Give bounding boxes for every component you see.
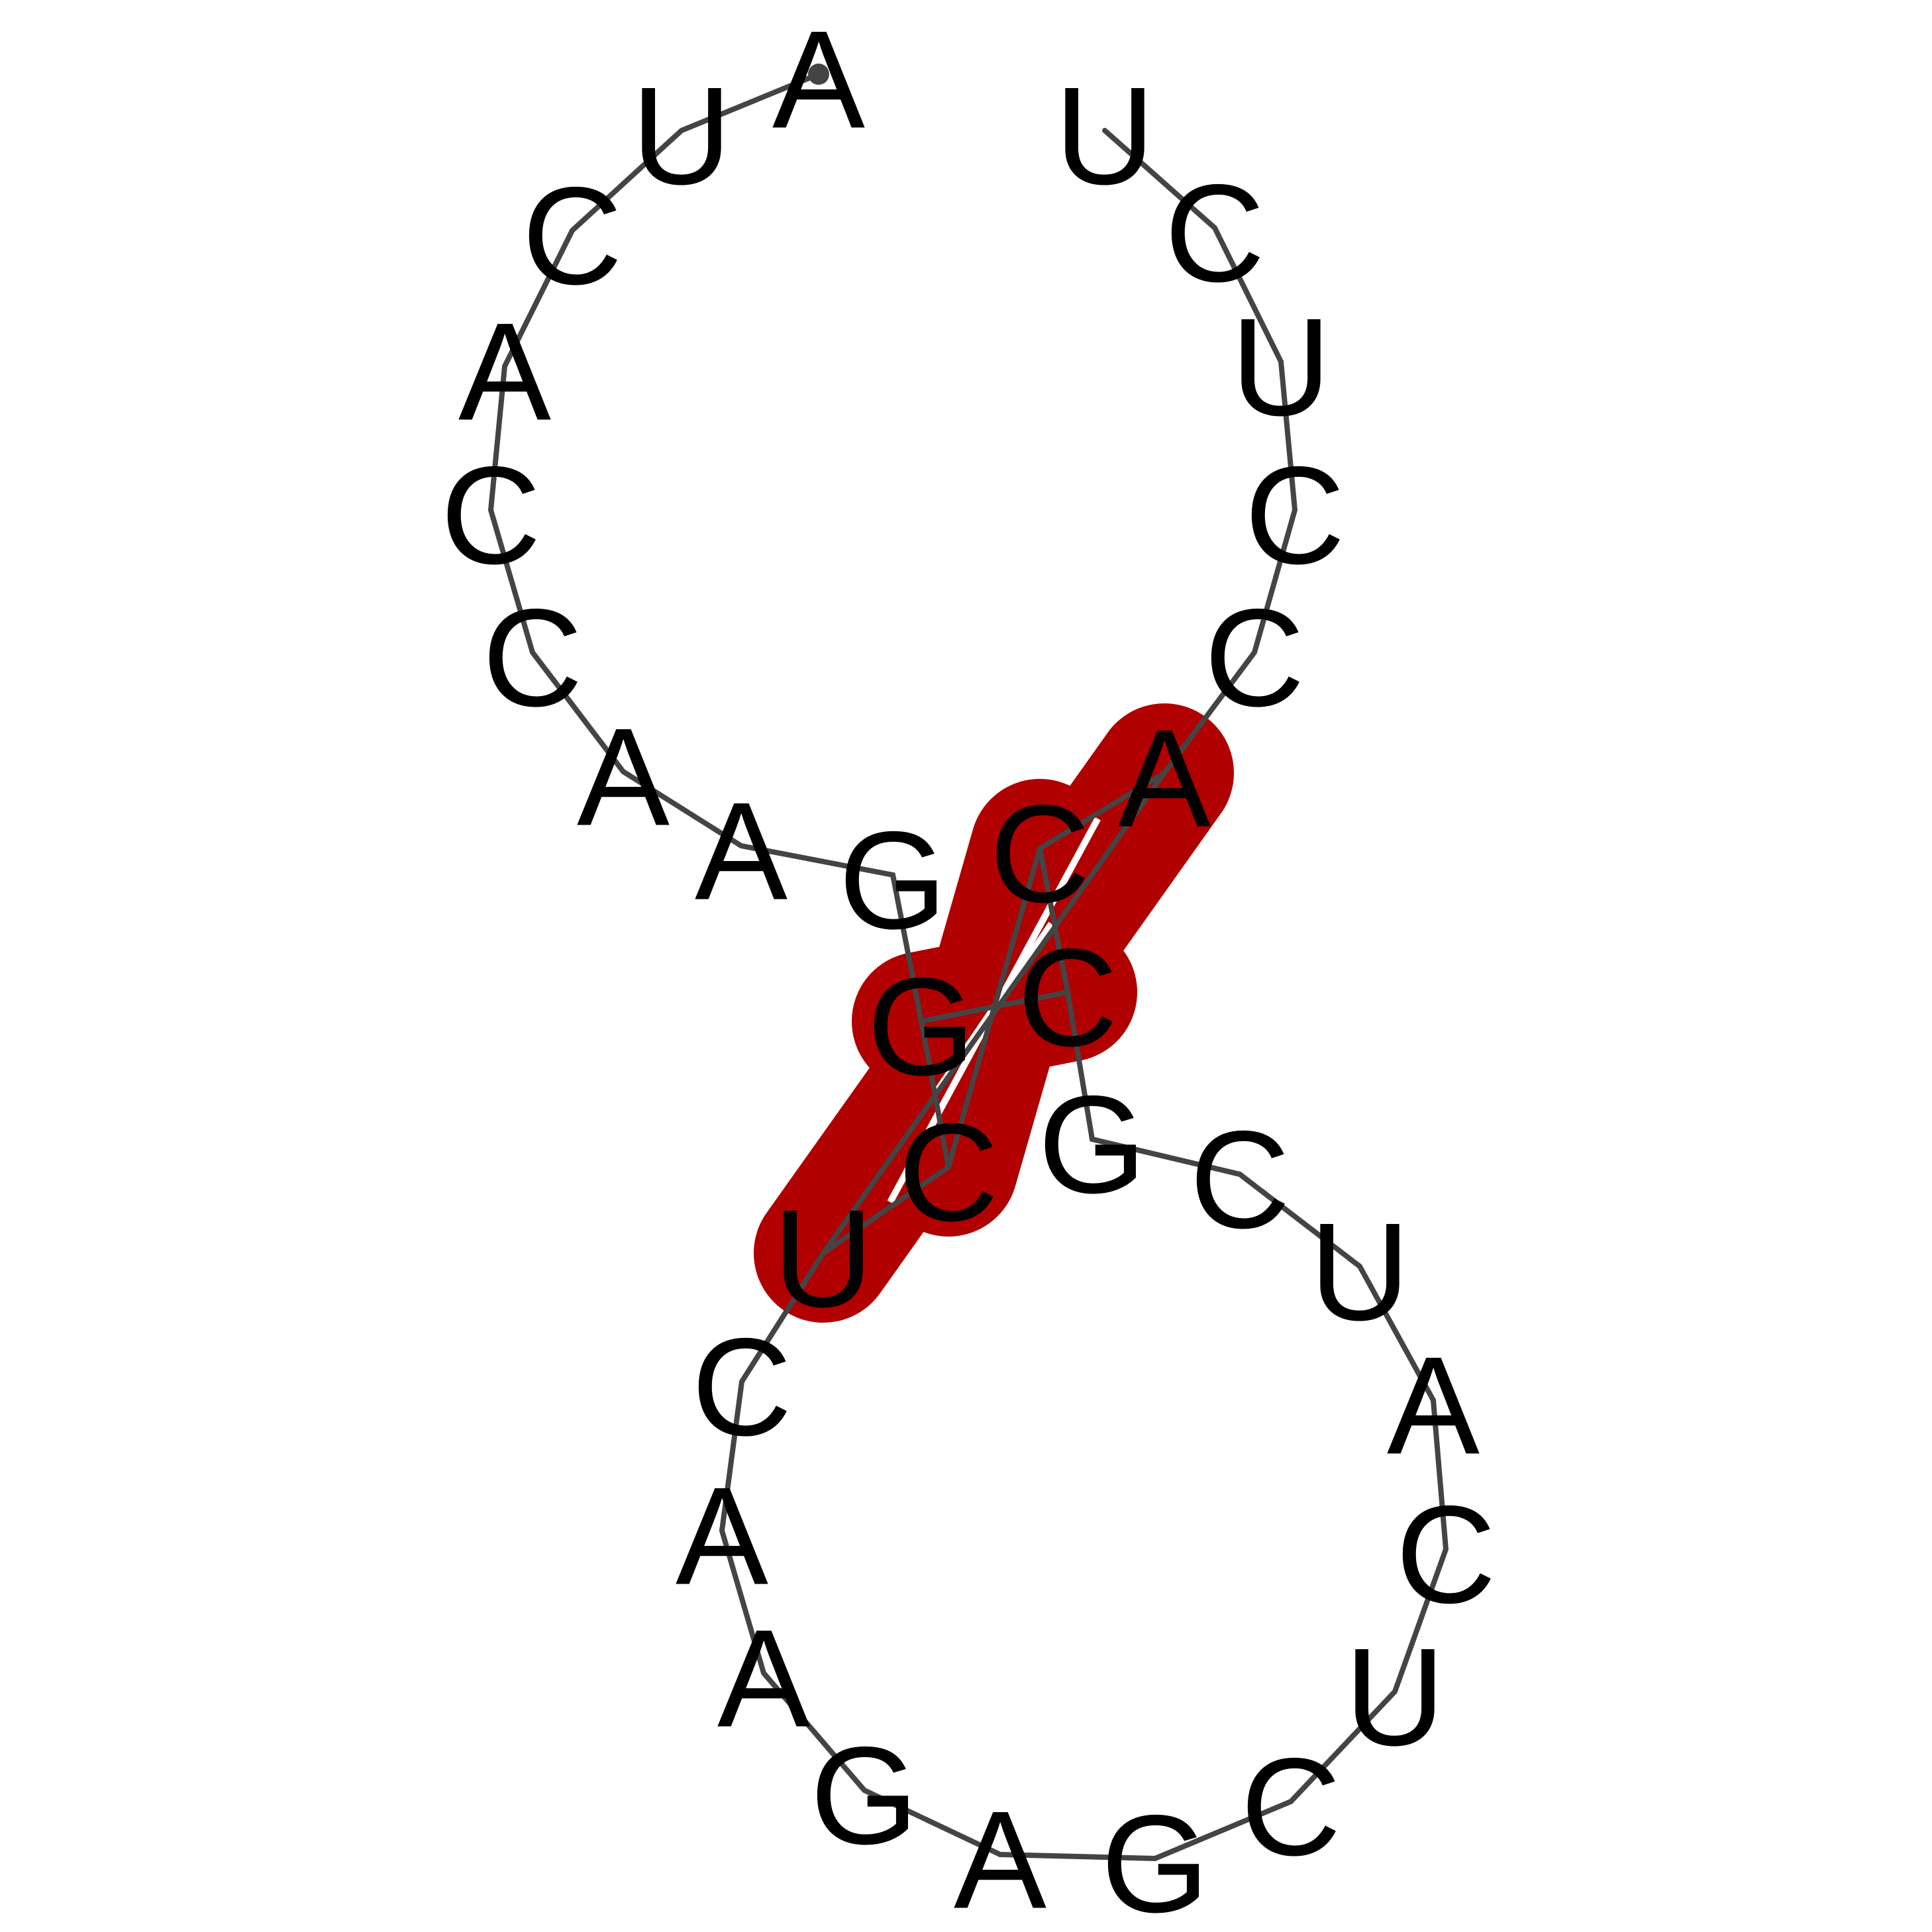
nucleotide-label: U — [1309, 1194, 1410, 1350]
nucleotide-label: C — [1017, 920, 1118, 1076]
nucleotide-label: G — [867, 949, 975, 1105]
nucleotide-label: G — [1101, 1786, 1209, 1932]
backbone-layer — [487, 72, 1449, 1862]
nucleotide-label: C — [1241, 1729, 1341, 1885]
nucleotide-label: C — [522, 158, 623, 314]
nucleotide-label: U — [631, 58, 732, 214]
nucleotide-label: A — [695, 774, 788, 929]
base-pair-line — [946, 847, 1042, 1168]
nucleotide-label: A — [1118, 701, 1211, 856]
nucleotide-label: A — [717, 1601, 810, 1756]
nucleotide-label: C — [1245, 438, 1345, 593]
nucleotide-label: G — [839, 803, 946, 958]
nucleotide-label: C — [1396, 1477, 1496, 1633]
nucleotide-label: C — [1190, 1102, 1290, 1258]
nucleotide-label: A — [676, 1458, 768, 1614]
nucleotide-label: U — [773, 1181, 874, 1337]
nucleotide-label: A — [577, 699, 670, 855]
base-pair-line — [821, 771, 1167, 1255]
nucleotide-label: C — [1204, 580, 1305, 736]
nucleotide-label: C — [482, 580, 583, 736]
nucleotide-label: U — [1231, 289, 1331, 445]
start-marker-layer — [808, 64, 829, 85]
nucleotide-label: A — [772, 2, 865, 158]
nucleotide-label: A — [954, 1782, 1046, 1932]
nucleotide-label: C — [691, 1309, 792, 1465]
nucleotide-label: A — [1387, 1328, 1480, 1484]
nucleotide-label: C — [440, 438, 541, 593]
base-pair-lines — [821, 771, 1167, 1255]
nucleotide-label: G — [1038, 1067, 1146, 1223]
nucleotide-label: U — [1054, 58, 1155, 214]
five-prime-start-marker — [808, 64, 829, 85]
nucleotide-label: U — [1345, 1619, 1445, 1775]
nucleotide-label: C — [990, 776, 1090, 932]
nucleotide-label: C — [898, 1095, 999, 1250]
nucleotide-label: G — [810, 1718, 918, 1874]
nucleotide-label: C — [1164, 156, 1265, 311]
backbone-line — [487, 72, 1449, 1862]
nucleotide-label: A — [458, 294, 551, 450]
